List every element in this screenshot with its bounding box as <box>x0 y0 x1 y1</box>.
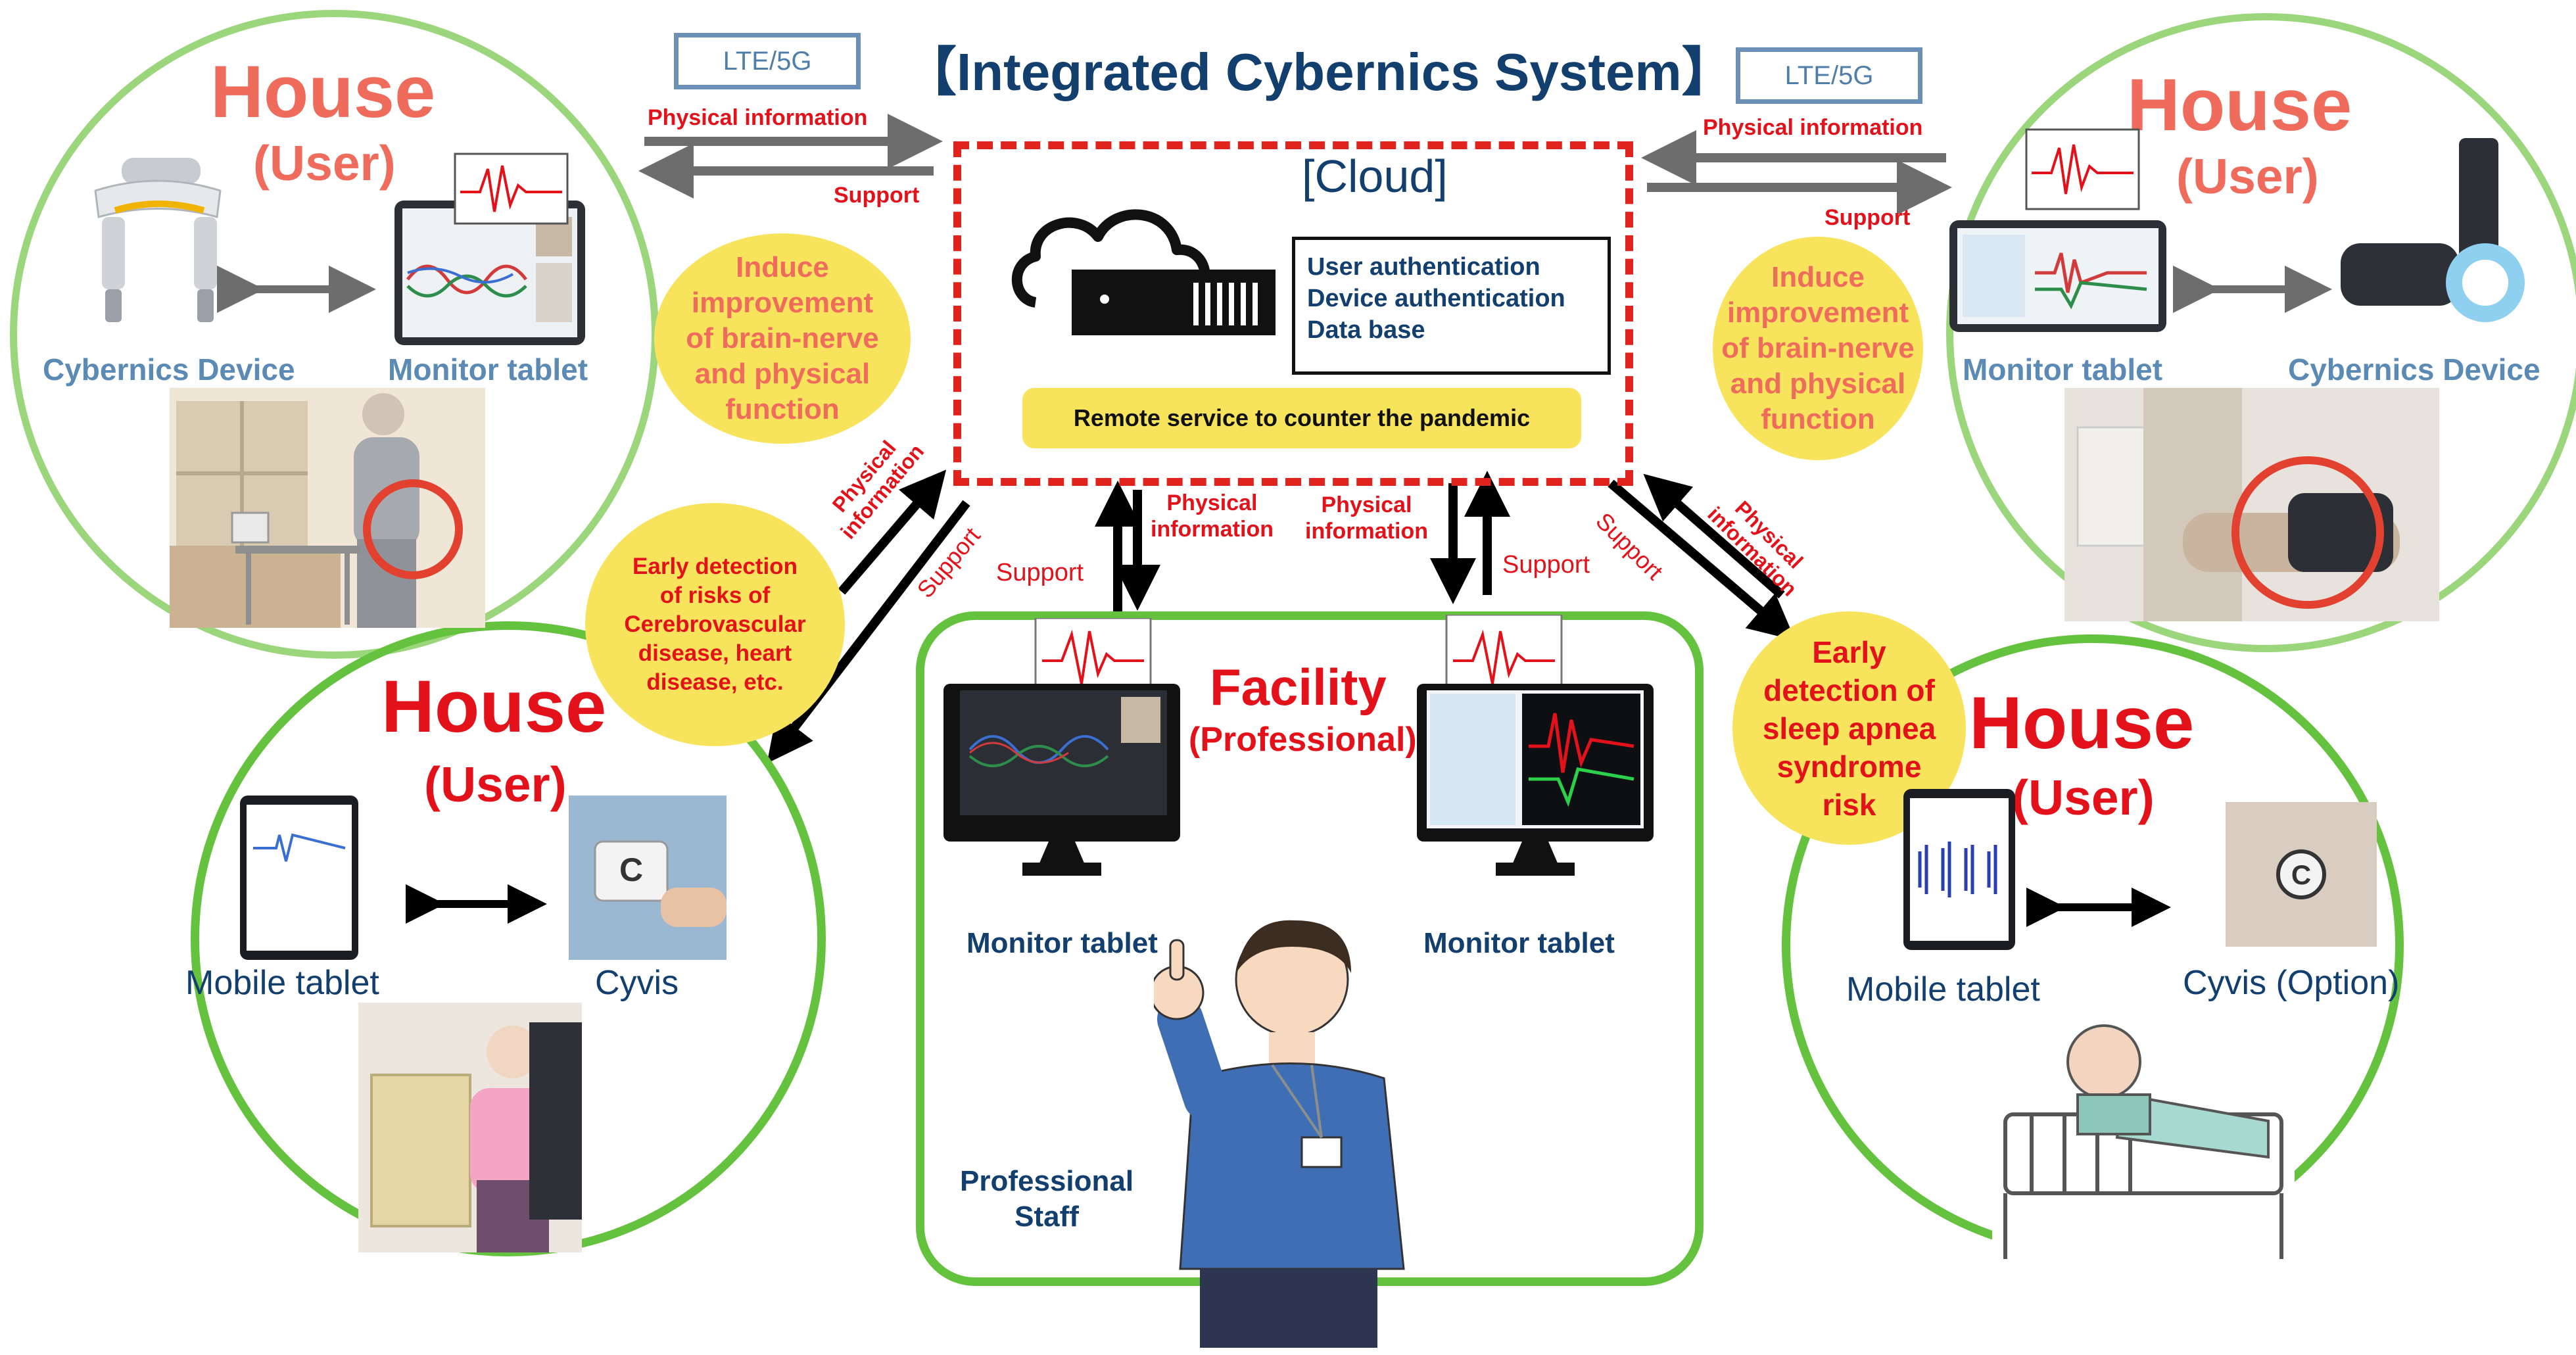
label-support-top-left: Support <box>834 183 920 208</box>
house-title-bottom-right: House <box>1969 682 2195 764</box>
bubble-top-left-line1: Induce <box>736 251 829 283</box>
bubble-bottom-left: Early detection of risks of Cerebrovascu… <box>585 503 845 746</box>
house-user-bottom-right: (User) <box>2012 770 2155 825</box>
photo-arm-device <box>2064 388 2439 621</box>
label-physical-info-top-left: Physical information <box>648 105 868 130</box>
bubble-bottom-left-line2: of risks of <box>659 582 771 608</box>
house-circle-top-right <box>1946 13 2576 652</box>
facility-monitor-right-label: Monitor tablet <box>1423 927 1615 959</box>
facility-monitor-right <box>1417 615 1654 876</box>
bubble-bottom-left-line3: Cerebrovascular <box>624 611 806 637</box>
label-support-facility-left: Support <box>996 559 1084 586</box>
bubble-top-right-line4: and physical <box>1730 368 1906 400</box>
cloud-info-user-auth: User authentication <box>1307 253 1540 281</box>
bubble-bottom-right-line2: detection of <box>1763 673 1935 707</box>
label-physinfo-facility-right: Physical information <box>1305 492 1428 544</box>
house-title-top-left: House <box>210 51 436 133</box>
bubble-top-right-line3: of brain-nerve <box>1721 332 1915 364</box>
house-title-bottom-left: House <box>381 665 607 748</box>
device-label-bottom-left: Cyvis <box>595 964 679 1002</box>
lte-label-left: LTE/5G <box>674 33 861 89</box>
device-label-top-right: Cybernics Device <box>2288 352 2540 387</box>
arrow-diag-left-down <box>767 500 970 764</box>
cyvis-image-bottom-left: C <box>569 796 727 960</box>
bubble-bottom-right-line3: sleep apnea <box>1762 711 1936 746</box>
bubble-top-left-text: Induce improvement of brain-nerve and ph… <box>686 250 878 427</box>
professional-staff-illustration <box>1154 920 1405 1348</box>
arrow-diag-right-up <box>1643 473 1785 599</box>
label-physinfo-facility-left: Physical information <box>1151 490 1274 542</box>
facility-subtitle: (Professional) <box>1189 721 1417 759</box>
bubble-bottom-left-text: Early detection of risks of Cerebrovascu… <box>624 552 805 697</box>
cloud-section <box>953 141 1633 486</box>
mobile-tablet-image-bottom-right <box>1903 789 2015 950</box>
bubble-bottom-left-line5: disease, etc. <box>646 669 784 695</box>
bubble-bottom-right-line5: risk <box>1822 787 1876 822</box>
bubble-top-left-line4: and physical <box>694 358 871 390</box>
arrow-diag-right-down <box>1608 479 1796 641</box>
label-physical-info-top-right: Physical information <box>1703 115 1923 140</box>
cybernics-device-image-top-right <box>2341 138 2525 322</box>
waveform-icon-top-right <box>2025 128 2140 210</box>
cyvis-image-bottom-right: C <box>2226 802 2377 947</box>
label-physinfo-facility-left-line2: information <box>1151 517 1274 542</box>
bubble-bottom-right-line1: Early <box>1812 634 1886 669</box>
house-user-top-right: (User) <box>2176 149 2319 204</box>
facility-monitor-left-label: Monitor tablet <box>966 927 1158 959</box>
professional-staff-line2: Staff <box>1014 1200 1079 1233</box>
cloud-label: [Cloud] <box>1302 151 1448 202</box>
professional-staff-line1: Professional <box>960 1165 1134 1197</box>
bubble-top-right-line2: improvement <box>1727 297 1909 329</box>
house-user-top-left: (User) <box>253 135 396 191</box>
facility-title: Facility <box>1210 658 1387 716</box>
photo-user-walker <box>170 388 485 628</box>
house-title-top-right: House <box>2127 64 2352 146</box>
tablet-label-bottom-left: Mobile tablet <box>185 964 379 1002</box>
device-label-top-left: Cybernics Device <box>43 352 295 387</box>
label-support-top-right: Support <box>1825 205 1911 230</box>
bubble-bottom-right-line4: syndrome <box>1777 749 1922 784</box>
label-support-facility-right: Support <box>1502 551 1590 579</box>
photo-user-chair <box>358 1003 582 1252</box>
arrow-diag-left-up <box>838 469 947 595</box>
bubble-bottom-left-line1: Early detection <box>632 554 798 579</box>
mobile-tablet-image-bottom-left <box>240 796 358 960</box>
svg-text:C: C <box>2291 859 2311 890</box>
remote-service-text: Remote service to counter the pandemic <box>1073 404 1531 431</box>
bubble-top-right-line5: function <box>1761 403 1875 435</box>
remote-service-banner: Remote service to counter the pandemic <box>1022 388 1581 448</box>
tablet-label-top-left: Monitor tablet <box>388 352 588 387</box>
professional-staff-label: Professional Staff <box>960 1164 1133 1235</box>
cloud-info-device-auth: Device authentication <box>1307 285 1565 312</box>
cloud-info-box: User authentication Device authenticatio… <box>1292 237 1611 375</box>
lte-label-right: LTE/5G <box>1736 47 1922 104</box>
bubble-top-left-line5: function <box>725 393 840 425</box>
label-physinfo-facility-left-line1: Physical <box>1166 490 1258 515</box>
svg-text:C: C <box>619 851 643 888</box>
label-physinfo-facility-right-line1: Physical <box>1321 492 1412 517</box>
bubble-top-left: Induce improvement of brain-nerve and ph… <box>654 233 911 444</box>
cloud-server-icon <box>1011 209 1276 335</box>
facility-monitor-left <box>943 618 1180 876</box>
monitor-tablet-image-top-right <box>1949 220 2166 332</box>
cloud-info-database: Data base <box>1307 316 1425 344</box>
bubble-top-right-line1: Induce <box>1771 261 1865 293</box>
bubble-top-left-line2: improvement <box>691 287 874 319</box>
bubble-top-right-text: Induce improvement of brain-nerve and ph… <box>1721 260 1914 437</box>
house-user-bottom-left: (User) <box>424 757 567 812</box>
page-title: 【Integrated Cybernics System】 <box>904 43 1734 101</box>
waveform-icon-top-left <box>454 153 569 225</box>
bubble-bottom-left-line4: disease, heart <box>638 640 792 666</box>
bubble-top-right: Induce improvement of brain-nerve and ph… <box>1713 237 1923 460</box>
tablet-label-top-right: Monitor tablet <box>1963 352 2163 387</box>
device-label-bottom-right: Cyvis (Option) <box>2183 964 2400 1002</box>
bubble-bottom-right-text: Early detection of sleep apnea syndrome … <box>1763 633 1936 824</box>
illustration-patient-bed <box>1992 1024 2295 1259</box>
cybernics-device-image-top-left <box>94 158 222 322</box>
label-physinfo-facility-right-line2: information <box>1305 519 1428 544</box>
tablet-label-bottom-right: Mobile tablet <box>1846 970 2040 1009</box>
monitor-tablet-image-top-left <box>394 201 585 345</box>
bubble-top-left-line3: of brain-nerve <box>686 322 879 354</box>
